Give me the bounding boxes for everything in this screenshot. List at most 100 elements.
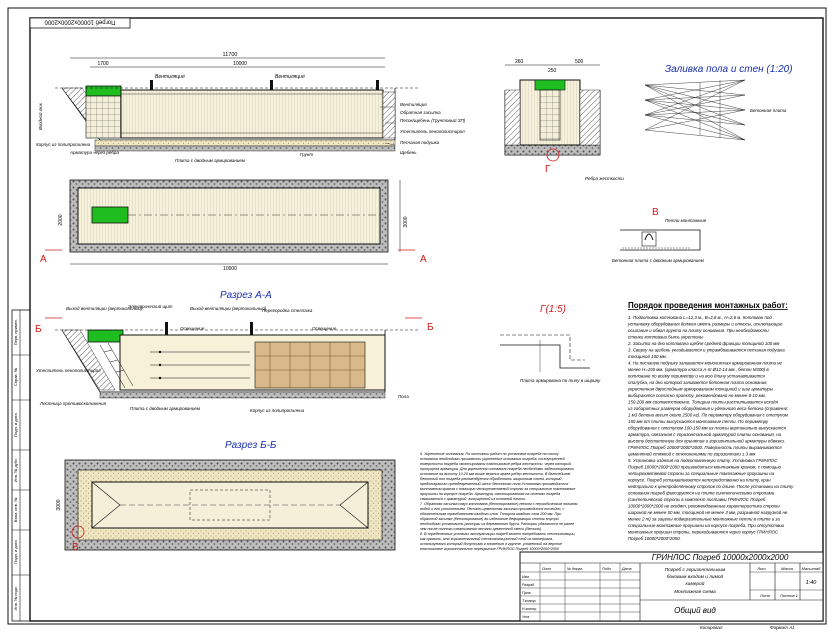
notes-block: 6. Укрепление основания. По окончании ра… <box>420 452 578 551</box>
label-floor: Пола <box>398 394 409 399</box>
section-mark-b-right: Б <box>427 322 434 333</box>
note-line: 7. Обратная засыпка пазух котлована (бет… <box>420 502 578 506</box>
label-lighting: Освещение <box>180 326 205 331</box>
label-plumb: Песок/щебень (Грунтовый ЗП) <box>400 117 466 123</box>
procedure-line: менее 2 т) за зацепы подвергательные мон… <box>628 517 780 522</box>
title-row-label: Утв. <box>522 615 530 619</box>
label-backfill: Обратная засыпка <box>400 110 441 115</box>
detail-mark-g: Г <box>545 164 551 175</box>
section-aa: Разрез А-А <box>35 290 434 413</box>
section-mark-b-left: Б <box>35 324 42 335</box>
dim-section-bb-height: 3000 <box>56 499 62 510</box>
heading-detail-g: Г(1:5) <box>540 304 566 315</box>
label-ventilation: Вентиляция <box>155 74 185 80</box>
detail-mark-v: В <box>652 207 659 218</box>
heading-floor-fill: Заливка пола и стен (1:20) <box>665 64 793 75</box>
title-sheets: Листов 1 <box>779 593 798 598</box>
top-stamp-text: Погреб 10000х2000х2000 <box>44 19 116 25</box>
section-bb: Разрез Б-Б В 3000 <box>56 440 396 553</box>
label-ground: Грунт <box>300 152 313 157</box>
side-strip-label: Взам. инв. № <box>13 498 18 523</box>
side-elevation: 11700 1700 10000 Вентиляция Вентиляция В… <box>36 52 466 163</box>
side-strip-label: Инв. № дубл. <box>13 458 18 483</box>
procedure-line: 2. Засыпка на дно котлована щебня средне… <box>627 341 779 346</box>
procedure-line: выбираются согласно проекту, рекомендова… <box>628 393 766 398</box>
procedure-line: 3. Сверху на щебень укладывается и утрам… <box>628 348 785 353</box>
label-gravel: Щебень <box>400 150 417 155</box>
procedure-line: 4. На песчаную подушку заливается моноли… <box>628 361 783 366</box>
procedure-line: 5. Установка изделия на подготовленную п… <box>628 458 778 463</box>
title-product: ГРИНЛОС Погреб 10000х2000х2000 <box>652 553 789 562</box>
procedure-line: Погреб 10000*2000*2000. <box>628 536 681 541</box>
title-stage: Лит. <box>756 566 766 571</box>
title-sub4: Монтажная схема <box>674 589 716 595</box>
note-line: проушины на корпусе погреба. Арматура, с… <box>420 492 560 496</box>
note-line: как правило, это горизонтальный теплоизо… <box>420 537 553 541</box>
procedure-line: установку оборудования должен иметь разм… <box>627 322 783 327</box>
note-line: пропущена арматура. Для укрепления основ… <box>420 467 574 471</box>
heading-section-bb: Разрез Б-Б <box>225 440 277 451</box>
procedure-lines: 1. Подготовка котлована L=12,3 м., В=2,6… <box>627 315 794 541</box>
label-ladder: Лестница противоскольжения <box>39 401 107 406</box>
title-row-label: Изм. <box>522 575 530 579</box>
dim-cross-mid: 250 <box>548 68 557 74</box>
label-plate-2: Плита с двойным армированием <box>130 405 200 411</box>
dim-cross-top: 260 <box>515 59 524 65</box>
procedure-line: оборудования с отступом 100-150 мм из пл… <box>628 426 787 431</box>
title-col-label: Подп. <box>602 567 612 571</box>
title-row-label: Н.контр. <box>522 607 537 611</box>
title-mass: Масса <box>781 566 794 571</box>
title-scale: 1:40 <box>806 580 818 586</box>
rebar-fan <box>644 79 746 141</box>
label-ventilation: Вентиляция <box>275 74 305 80</box>
procedure-line: арматура, связанная с горизонтальной арм… <box>628 432 782 437</box>
label-casing-2: Корпус из полипропилена <box>250 408 305 413</box>
label-shelving: Выход вентиляции (вертикальный) <box>190 305 267 311</box>
note-line: предотвратит преждевременный износ бетон… <box>420 482 568 486</box>
title-sheet-name: Общий вид <box>674 606 716 615</box>
side-strip: Перв. примен. Справ. № Подп. и дата Инв.… <box>11 309 31 622</box>
title-copied: Копировал <box>700 625 723 630</box>
dim-plan-length: 10000 <box>223 266 237 272</box>
note-line: 6. Укрепление основания. По окончании ра… <box>420 452 560 456</box>
dim-entry-length: 1700 <box>97 61 108 67</box>
note-line: бетонный пол погреба рекомендуется обраб… <box>420 477 561 481</box>
procedure-line: из габаритных размеров оборудования и уд… <box>628 406 789 411</box>
procedure-line: менее Н=150 мм. (арматура класса А-III Ø… <box>628 367 769 372</box>
procedure-block: Порядок проведения монтажных работ: 1. П… <box>627 301 794 541</box>
label-entrance-pit: Входной люк <box>37 102 43 130</box>
procedure-line: нейтрально к центроделённому стропов по … <box>628 484 794 489</box>
title-block: ГРИНЛОС Погреб 10000х2000х2000 Погреб с … <box>519 551 824 630</box>
dim-cross-top2: 500 <box>575 59 584 65</box>
label-lighting-2: Освещение <box>312 326 337 331</box>
plan-view: 10000 3000 2000 A A <box>40 179 427 272</box>
procedure-line: корпусе. Погреб устанавливается непосред… <box>628 478 771 483</box>
note-line: основание на высоту 10-20 мм выше верхни… <box>420 472 571 476</box>
label-insulation: Утеплитель пенополистирол <box>400 129 465 134</box>
label-partitions: Перегородка стеллажа <box>262 308 313 313</box>
procedure-line: опалубка, на дно которой заливается бето… <box>628 380 768 385</box>
outer-frame <box>7 7 827 625</box>
section-mark-a-right: A <box>420 254 427 265</box>
label-foam-casing: Корпус из полипропилена <box>36 142 91 147</box>
procedure-line: стенки котлована быть укреплены <box>628 335 704 340</box>
label-mounting-loops: Петли монтажные <box>665 218 707 223</box>
label-rib-stiff: Ребра жесткости <box>585 176 624 181</box>
dim-inner-length: 10000 <box>233 61 247 67</box>
title-sub2: боковым входом и лимой <box>667 573 724 580</box>
title-row-label: Т.контр. <box>522 599 537 603</box>
procedure-line: ГРИНЛОС Погреб 10000*2000*2000. Поверхно… <box>628 445 782 450</box>
label-plate-note: Плита армирована по типу в ширину <box>520 378 601 383</box>
title-sub1: Погреб с горизонтальным <box>665 567 726 573</box>
side-strip-label: Подп. и дата <box>13 539 18 563</box>
side-strip-label: Инв. № подл. <box>13 586 18 611</box>
note-line: пластиковое горизонтальное перекрытие ГР… <box>420 547 560 551</box>
detail-g: Г(1:5) Плита армирована по типу в ширину <box>500 304 601 383</box>
procedure-line: высоту достаточную для принятия и горизо… <box>628 439 785 444</box>
heading-section-aa: Разрез А-А <box>220 290 272 301</box>
procedure-line: 150-200 мм соответственно. Толщина плиты… <box>628 400 778 405</box>
section-mark-a-left: A <box>40 254 47 265</box>
title-col-label: Лист <box>541 567 551 571</box>
title-rows: Изм.Разраб.Пров.Т.контр.Н.контр.Утв. <box>522 575 537 619</box>
